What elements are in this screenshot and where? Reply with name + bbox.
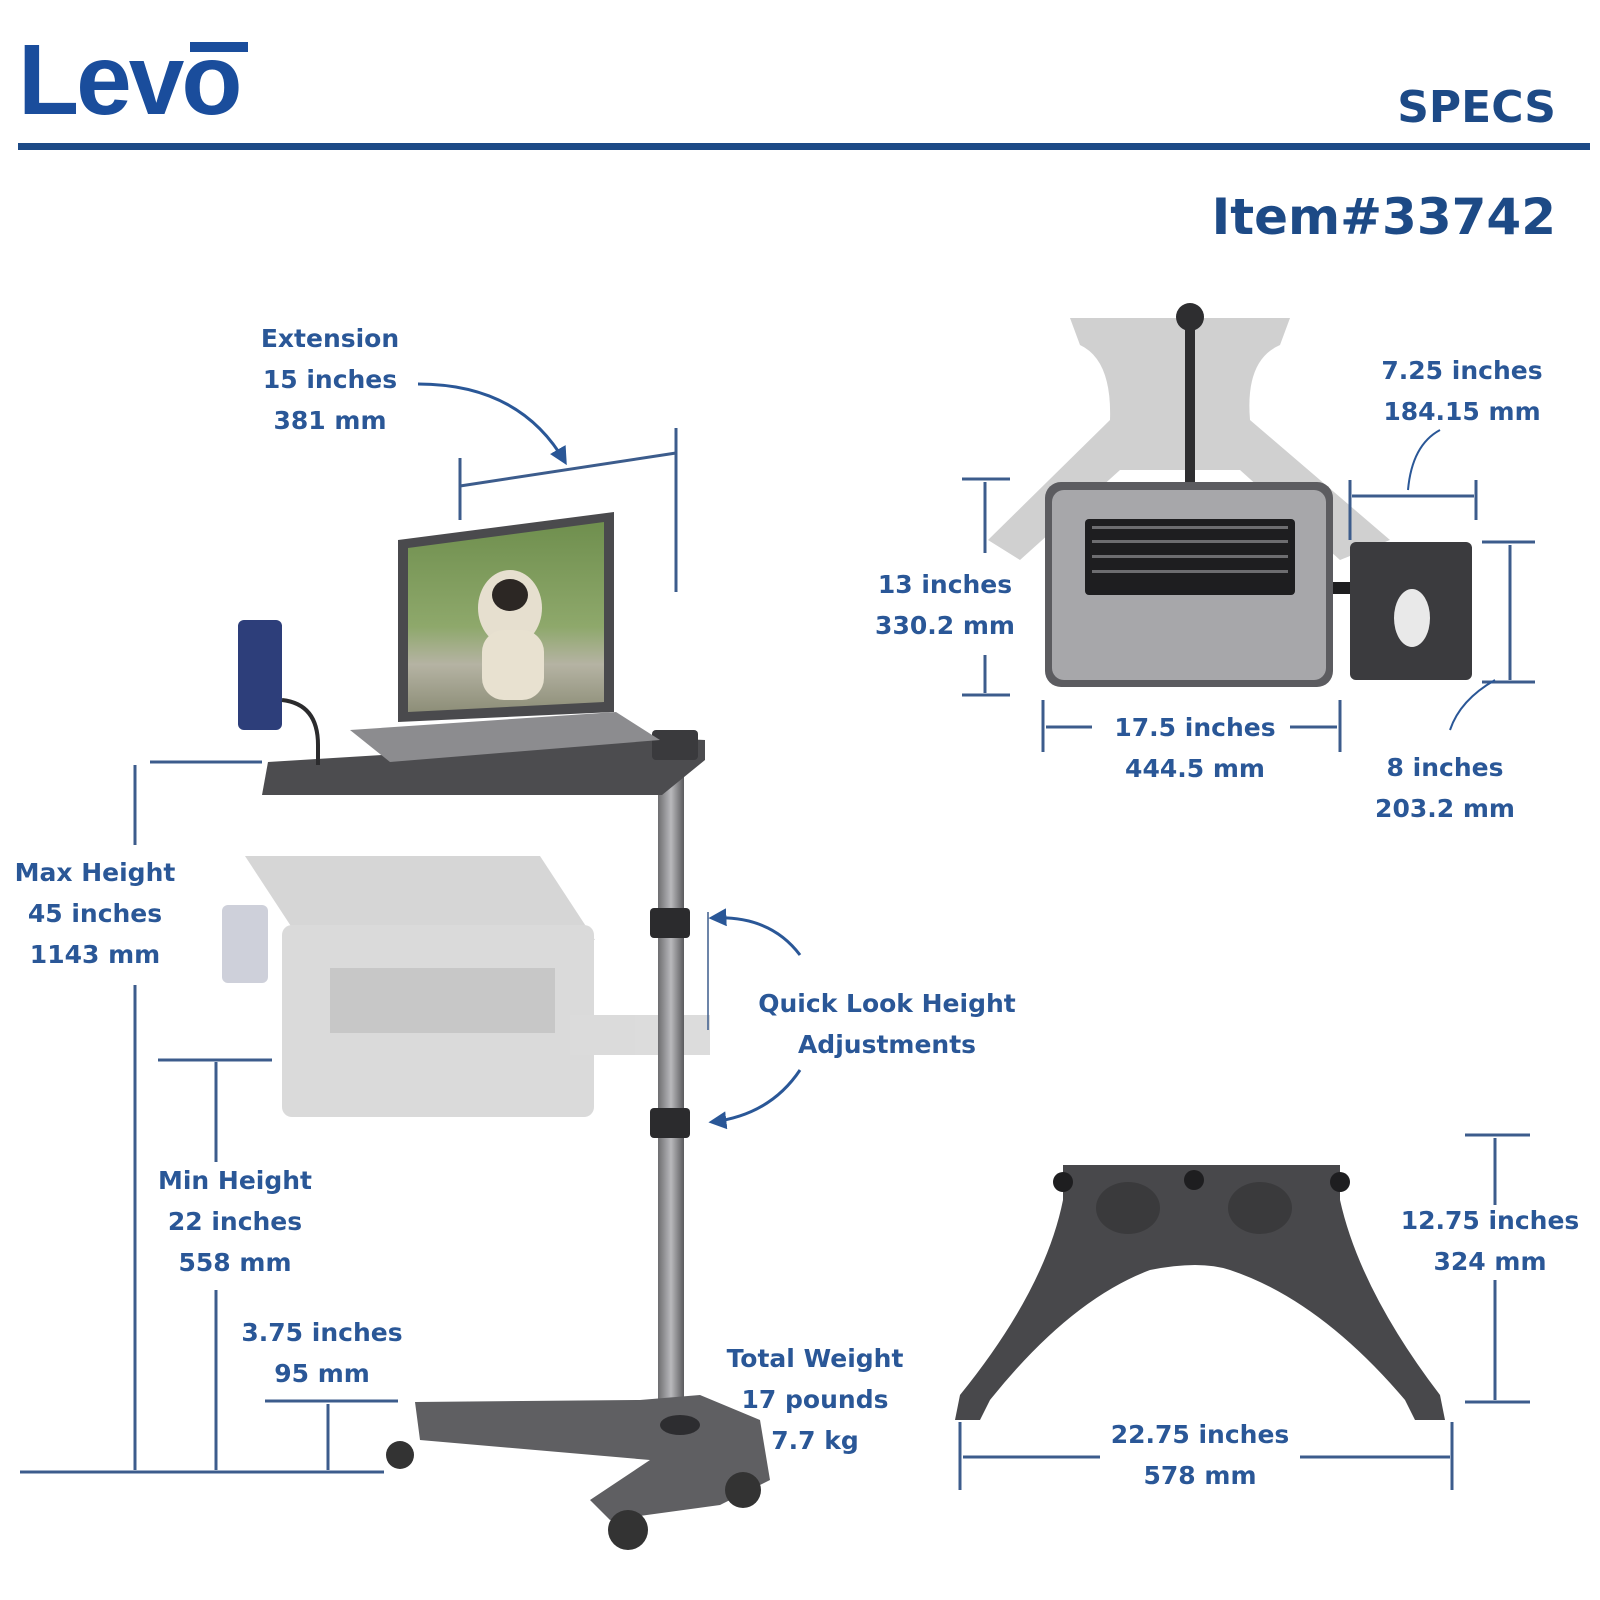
base-clearance-imperial: 3.75 inches: [241, 1318, 403, 1347]
max-height-imperial: 45 inches: [27, 899, 163, 928]
ghost-low-position: [222, 856, 710, 1117]
tray-width-imperial: 17.5 inches: [1114, 713, 1276, 742]
label-mouse-tray-width: 7.25 inches 184.15 mm: [1372, 350, 1552, 432]
base-width-metric: 578 mm: [1143, 1461, 1257, 1490]
total-weight-imperial: 17 pounds: [741, 1385, 889, 1414]
header-divider: [18, 143, 1590, 150]
quick-lock-line1: Quick Look Height: [758, 989, 1016, 1018]
total-weight-title: Total Weight: [726, 1344, 904, 1373]
extension-title: Extension: [260, 324, 400, 353]
mouse-tray-width-imperial: 7.25 inches: [1381, 356, 1543, 385]
label-base-depth: 12.75 inches 324 mm: [1390, 1200, 1590, 1282]
tray-depth-imperial: 13 inches: [877, 570, 1013, 599]
tray-width-metric: 444.5 mm: [1125, 754, 1265, 783]
quick-lock-line2: Adjustments: [797, 1030, 977, 1059]
mouse-tray-depth-metric: 203.2 mm: [1375, 794, 1515, 823]
max-height-metric: 1143 mm: [29, 940, 161, 969]
label-max-height: Max Height 45 inches 1143 mm: [5, 852, 185, 975]
base-clearance-metric: 95 mm: [274, 1359, 370, 1388]
label-base-width: 22.75 inches 578 mm: [1100, 1414, 1300, 1496]
base-width-imperial: 22.75 inches: [1110, 1420, 1290, 1449]
mouse-tray-width-metric: 184.15 mm: [1383, 397, 1541, 426]
label-tray-width: 17.5 inches 444.5 mm: [1100, 707, 1290, 789]
mouse-tray-depth-imperial: 8 inches: [1386, 753, 1504, 782]
extension-imperial: 15 inches: [262, 365, 398, 394]
tray-depth-metric: 330.2 mm: [875, 611, 1015, 640]
min-height-imperial: 22 inches: [167, 1207, 303, 1236]
label-extension: Extension 15 inches 381 mm: [240, 318, 420, 441]
label-quick-lock: Quick Look Height Adjustments: [752, 983, 1022, 1065]
label-total-weight: Total Weight 17 pounds 7.7 kg: [720, 1338, 910, 1461]
base-depth-metric: 324 mm: [1433, 1247, 1547, 1276]
min-height-title: Min Height: [157, 1166, 313, 1195]
extension-metric: 381 mm: [273, 406, 387, 435]
logo-macron: [190, 42, 248, 52]
base-depth-imperial: 12.75 inches: [1400, 1206, 1580, 1235]
min-height-metric: 558 mm: [178, 1248, 292, 1277]
total-weight-metric: 7.7 kg: [771, 1426, 859, 1455]
label-min-height: Min Height 22 inches 558 mm: [145, 1160, 325, 1283]
item-number: Item#33742: [1211, 188, 1556, 246]
label-base-clearance: 3.75 inches 95 mm: [232, 1312, 412, 1394]
label-mouse-tray-depth: 8 inches 203.2 mm: [1360, 747, 1530, 829]
label-tray-depth: 13 inches 330.2 mm: [865, 564, 1025, 646]
max-height-title: Max Height: [14, 858, 176, 887]
section-title: SPECS: [1397, 82, 1556, 133]
